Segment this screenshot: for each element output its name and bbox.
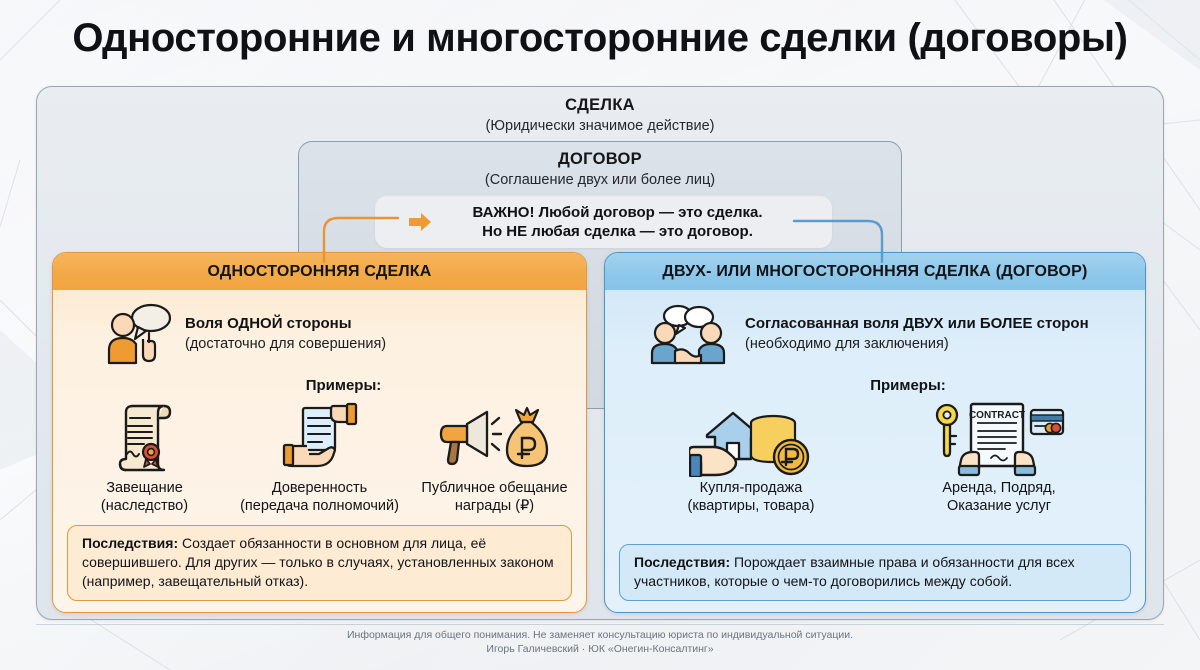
- example-label-line2: (передача полномочий): [240, 497, 399, 514]
- megaphone-moneybag-icon: [437, 400, 553, 478]
- example-item: CONTRACT: [906, 400, 1092, 515]
- unilateral-consequence: Последствия: Создает обязанности в основ…: [67, 525, 572, 601]
- important-callout: ВАЖНО! Любой договор — это сделка. Но НЕ…: [375, 196, 832, 248]
- example-item: Доверенность (передача полномочий): [236, 400, 403, 515]
- multilateral-deal-panel: ДВУХ- ИЛИ МНОГОСТОРОННЯЯ СДЕЛКА (ДОГОВОР…: [604, 252, 1146, 613]
- example-label-line1: Купля-продажа: [699, 480, 803, 496]
- unilateral-examples-row: Завещание (наследство): [53, 394, 586, 515]
- contract-doc-text: CONTRACT: [969, 410, 1025, 421]
- dogovor-heading: ДОГОВОР: [557, 150, 642, 168]
- multilateral-consequence-text: Порождает взаимные права и обязанности д…: [634, 554, 1075, 590]
- unilateral-deal-panel: ОДНОСТОРОННЯЯ СДЕЛКА Воля ОДНОЙ стороны …: [52, 252, 587, 613]
- example-item: Купля-продажа (квартиры, товара): [658, 400, 844, 515]
- unilateral-consequence-text: Создает обязанности в основном для лица,…: [82, 535, 554, 590]
- arrow-right-icon: [409, 213, 431, 231]
- two-people-handshake-icon: [650, 304, 726, 365]
- unilateral-will-row: Воля ОДНОЙ стороны (достаточно для совер…: [53, 290, 586, 375]
- multilateral-consequence-label: Последствия:: [634, 554, 731, 571]
- multilateral-will-row: Согласованная воля ДВУХ или БОЛЕЕ сторон…: [605, 290, 1145, 375]
- example-item: Публичное обещание награды (₽): [411, 400, 578, 515]
- page-title: Односторонние и многосторонние сделки (д…: [72, 16, 1128, 60]
- hand-document-icon: [281, 400, 359, 478]
- example-label-line2: награды (₽): [454, 497, 535, 514]
- example-label-line2: (наследство): [100, 497, 189, 514]
- footer: Информация для общего понимания. Не заме…: [0, 628, 1200, 656]
- example-label-line1: Завещание: [106, 480, 183, 496]
- multilateral-will-main: Согласованная воля ДВУХ или БОЛЕЕ сторон: [745, 314, 1089, 332]
- multilateral-examples-row: Купля-продажа (квартиры, товара) CONTRAC…: [605, 394, 1145, 515]
- footer-attribution: Игорь Галичевский · ЮК «Онегин-Консалтин…: [486, 643, 714, 656]
- example-label-line1: Аренда, Подряд,: [942, 480, 1056, 496]
- scroll-seal-icon: [114, 400, 176, 478]
- multilateral-examples-label: Примеры:: [870, 377, 946, 394]
- footer-divider: [36, 624, 1164, 625]
- callout-line-2: Но НЕ любая сделка — это договор.: [482, 223, 753, 240]
- sdelka-heading: СДЕЛКА: [565, 96, 635, 114]
- unilateral-consequence-label: Последствия:: [82, 535, 179, 552]
- multilateral-consequence: Последствия: Порождает взаимные права и …: [619, 544, 1131, 601]
- example-label: Доверенность (передача полномочий): [240, 480, 399, 515]
- person-speech-bubble-icon: [107, 303, 171, 365]
- multilateral-panel-heading: ДВУХ- ИЛИ МНОГОСТОРОННЯЯ СДЕЛКА (ДОГОВОР…: [605, 253, 1145, 290]
- important-callout-text: ВАЖНО! Любой договор — это сделка. Но НЕ…: [439, 203, 769, 241]
- example-label-line2: Оказание услуг: [946, 497, 1052, 514]
- example-label: Аренда, Подряд, Оказание услуг: [942, 480, 1055, 515]
- example-label-line2: (квартиры, товара): [687, 497, 815, 514]
- sdelka-subheading: (Юридически значимое действие): [485, 118, 715, 134]
- unilateral-will-main: Воля ОДНОЙ стороны: [185, 314, 352, 332]
- example-label: Завещание (наследство): [101, 480, 188, 515]
- example-item: Завещание (наследство): [61, 400, 228, 515]
- callout-line-1: ВАЖНО! Любой договор — это сделка.: [472, 203, 763, 221]
- contract-key-card-icon: CONTRACT: [933, 400, 1065, 478]
- unilateral-will-sub: (достаточно для совершения): [185, 335, 387, 352]
- multilateral-will-sub: (необходимо для заключения): [745, 335, 949, 352]
- unilateral-panel-heading: ОДНОСТОРОННЯЯ СДЕЛКА: [53, 253, 586, 290]
- house-coins-hand-icon: [689, 400, 813, 478]
- example-label: Публичное обещание награды (₽): [421, 480, 567, 515]
- unilateral-examples-label: Примеры:: [305, 377, 382, 394]
- example-label-line1: Доверенность: [271, 480, 368, 496]
- dogovor-subheading: (Соглашение двух или более лиц): [484, 172, 716, 188]
- example-label-line1: Публичное обещание: [421, 480, 568, 496]
- example-label: Купля-продажа (квартиры, товара): [688, 480, 815, 515]
- footer-disclaimer: Информация для общего понимания. Не заме…: [346, 629, 854, 641]
